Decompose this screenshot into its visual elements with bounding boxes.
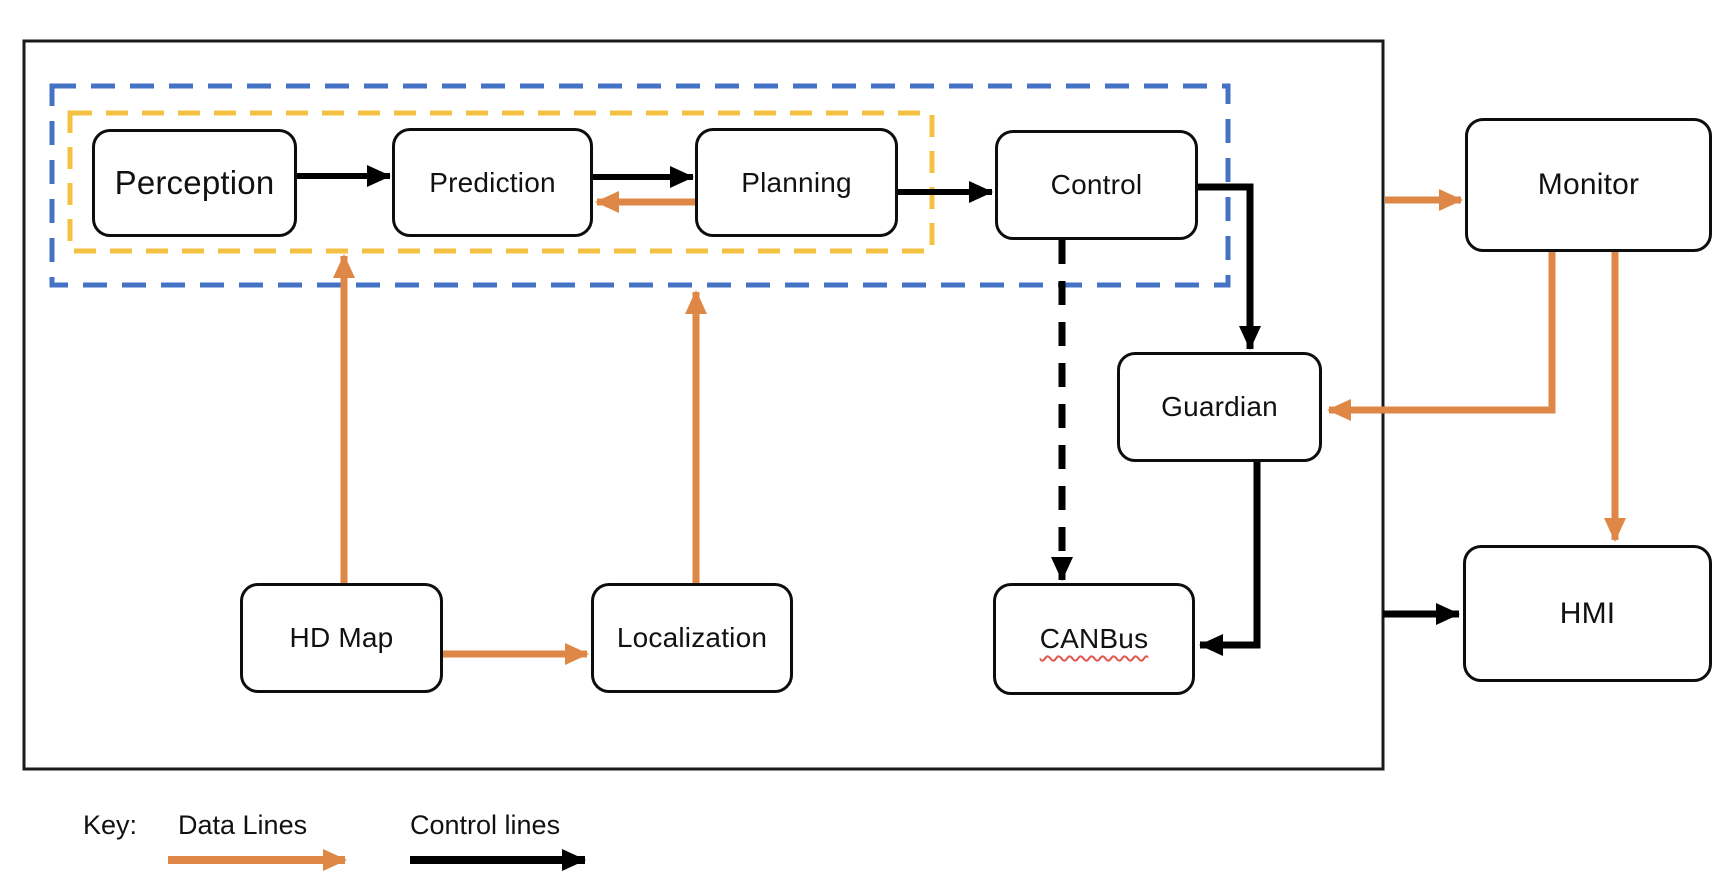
node-hd-map-label: HD Map — [289, 622, 394, 653]
node-hmi: HMI — [1463, 545, 1712, 682]
node-control-label: Control — [1050, 169, 1143, 200]
key-data-lines-label: Data Lines — [178, 810, 308, 840]
arrow-control-to-guardian — [1198, 183, 1261, 350]
node-planning-label: Planning — [741, 166, 852, 198]
node-hmi-label: HMI — [1559, 596, 1616, 630]
node-prediction: Prediction — [392, 128, 593, 237]
key-title: Key: — [83, 810, 138, 840]
arrow-guardian-to-canbus — [1199, 462, 1261, 656]
arrow-monitor-to-guardian — [1327, 252, 1556, 421]
system-boundary-box — [22, 39, 1385, 771]
node-canbus-label: CANBus — [1039, 623, 1149, 654]
node-hd-map: HD Map — [240, 583, 443, 693]
node-monitor-label: Monitor — [1537, 168, 1640, 201]
node-prediction-label: Prediction — [429, 166, 556, 198]
node-planning: Planning — [695, 128, 898, 237]
key-control-lines-label: Control lines — [410, 810, 561, 840]
node-guardian-label: Guardian — [1161, 391, 1278, 422]
node-control: Control — [995, 130, 1198, 240]
node-monitor: Monitor — [1465, 118, 1712, 252]
node-localization-label: Localization — [616, 622, 768, 653]
node-perception: Perception — [92, 129, 297, 237]
node-perception-label: Perception — [114, 164, 275, 201]
blue-dashed-group-box — [49, 83, 1231, 288]
node-localization: Localization — [591, 583, 793, 693]
node-canbus: CANBus — [993, 583, 1195, 695]
node-guardian: Guardian — [1117, 352, 1322, 462]
